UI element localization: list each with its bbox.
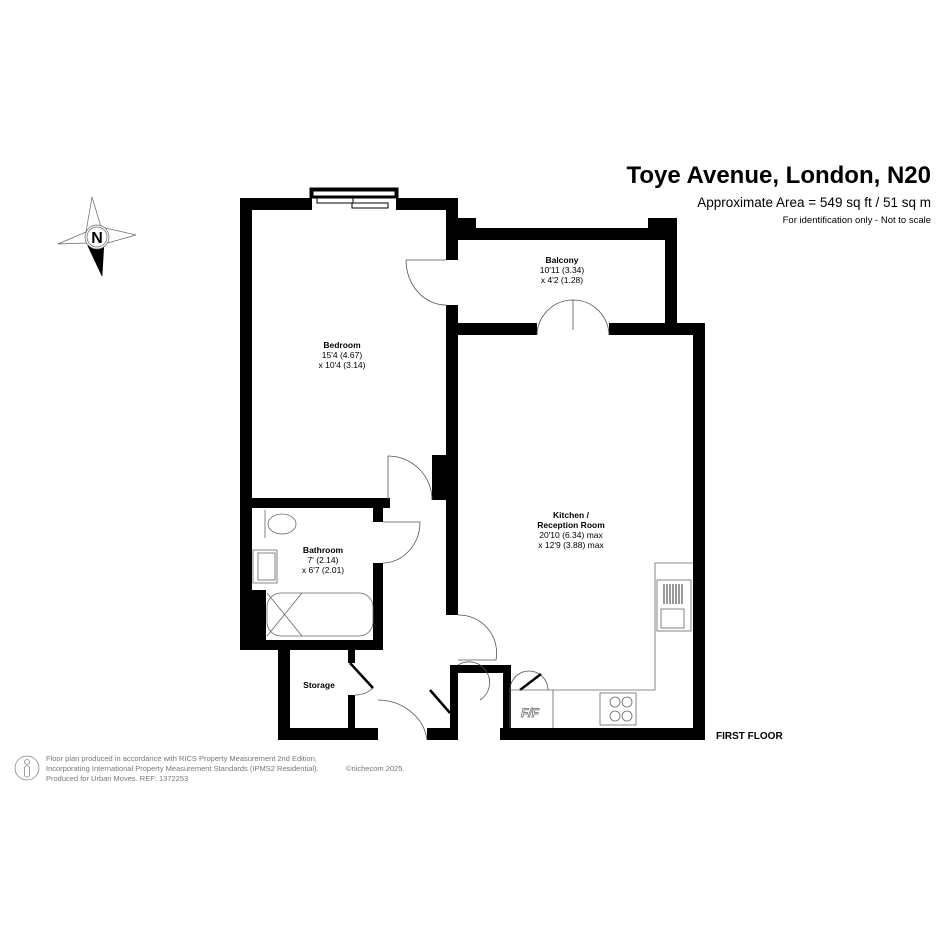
fridge-freezer-label: F/F xyxy=(521,706,540,721)
room-name: Balcony xyxy=(545,255,579,265)
room-dim: 20'10 (6.34) max xyxy=(539,530,603,540)
room-dim: 15'4 (4.67) xyxy=(321,350,363,360)
floor-label: FIRST FLOOR xyxy=(716,731,783,742)
room-dim: 7' (2.14) xyxy=(307,555,339,565)
scale-note: For identification only - Not to scale xyxy=(782,215,931,226)
footer-line: Incorporating International Property Mea… xyxy=(46,764,319,773)
hob-icon xyxy=(599,692,637,726)
kitchen-counter xyxy=(509,562,693,728)
sink-icon xyxy=(656,579,692,632)
room-dim: x 12'9 (3.88) max xyxy=(538,540,604,550)
room-name: Bedroom xyxy=(323,340,361,350)
room-name: Bathroom xyxy=(302,545,344,555)
bath-icon xyxy=(266,592,374,637)
toilet-icon xyxy=(267,513,297,535)
footer-text: Floor plan produced in accordance with R… xyxy=(46,754,319,784)
walls xyxy=(240,198,705,740)
compass-icon: N xyxy=(57,196,137,277)
room-name: Reception Room xyxy=(537,520,605,530)
room-name: Kitchen / xyxy=(553,510,589,520)
room-label-balcony: Balcony 10'11 (3.34) x 4'2 (1.28) xyxy=(540,255,584,285)
footer-line: Floor plan produced in accordance with R… xyxy=(46,754,317,763)
compass-label: N xyxy=(91,230,103,247)
copyright: ©nichecom 2025. xyxy=(346,764,405,773)
room-label-kitchen: Kitchen / Reception Room 20'10 (6.34) ma… xyxy=(537,510,605,550)
room-dim: x 6'7 (2.01) xyxy=(301,565,345,575)
room-dim: 10'11 (3.34) xyxy=(539,265,585,275)
window xyxy=(309,187,399,209)
footer-line: Produced for Urban Moves. REF: 1372253 xyxy=(46,774,189,783)
approximate-area: Approximate Area = 549 sq ft / 51 sq m xyxy=(697,195,931,210)
room-dim: x 10'4 (3.14) xyxy=(318,360,366,370)
room-dim: x 4'2 (1.28) xyxy=(540,275,584,285)
door-leaves xyxy=(349,662,542,714)
fixtures xyxy=(252,510,693,728)
room-name: Storage xyxy=(303,680,335,690)
basin-icon xyxy=(252,549,278,584)
person-icon xyxy=(14,755,40,781)
door-swings xyxy=(354,259,610,741)
room-label-storage: Storage xyxy=(303,680,335,690)
property-title: Toye Avenue, London, N20 xyxy=(626,162,931,189)
room-label-bathroom: Bathroom 7' (2.14) x 6'7 (2.01) xyxy=(302,545,344,575)
room-label-bedroom: Bedroom 15'4 (4.67) x 10'4 (3.14) xyxy=(319,340,366,370)
